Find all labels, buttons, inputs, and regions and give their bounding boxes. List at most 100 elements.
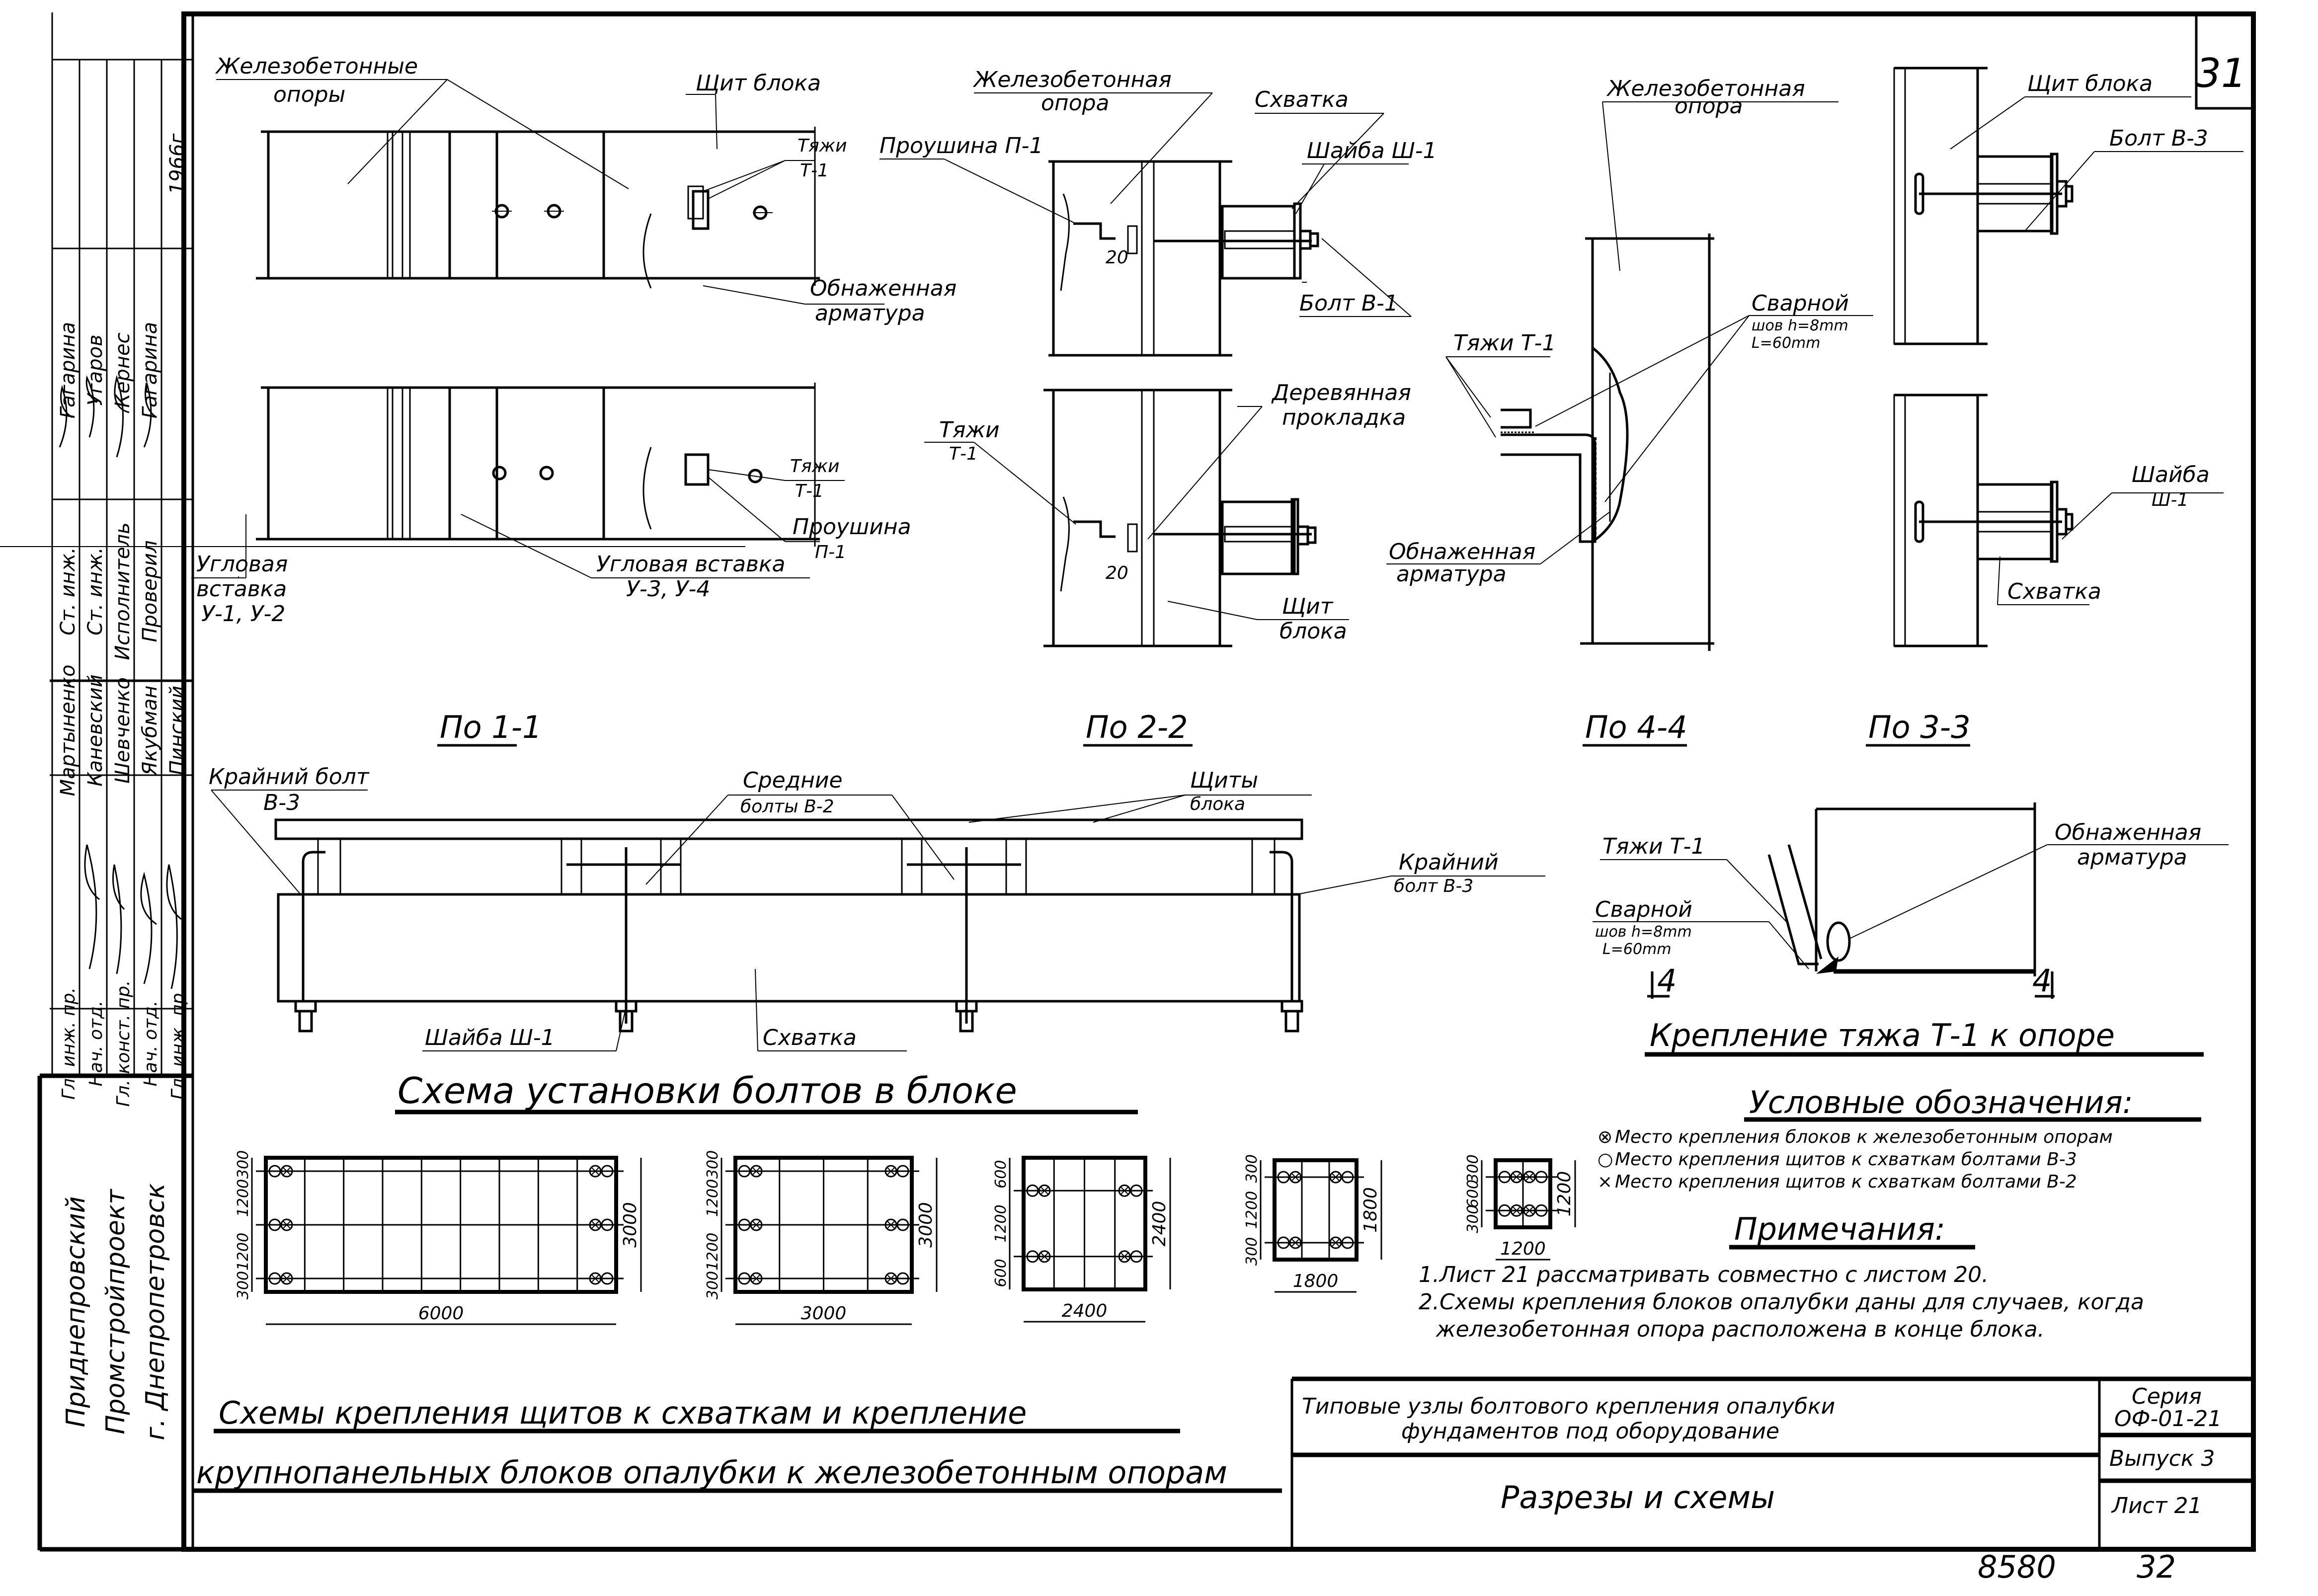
label-waler: Схватка	[763, 1025, 857, 1050]
signature-scribbles-upper	[59, 375, 157, 458]
fastening-point-circle-icon	[738, 1165, 751, 1178]
block-outline	[1273, 1158, 1359, 1262]
side-dimension: 300	[704, 1271, 721, 1299]
fastening-point-crossed-circle-icon	[589, 1218, 602, 1231]
legend-symbol-cross-icon: ×	[1598, 1172, 1612, 1192]
fastening-point-crossed-circle-icon	[884, 1272, 897, 1285]
label-edge-bolt: болт В-3	[1394, 876, 1473, 896]
cross-mark	[887, 1167, 895, 1175]
dimension: 20	[1106, 563, 1128, 583]
stamp-role: Гл. инж. пр.	[168, 987, 188, 1100]
fastening-point-circle-icon	[1535, 1204, 1548, 1217]
sheet-title: Разрезы и схемы	[1501, 1479, 1775, 1516]
side-dimension: 300	[704, 1150, 721, 1179]
label-ties: Т-1	[800, 160, 829, 181]
fastening-point-circle-icon	[1026, 1184, 1039, 1197]
legend-symbol-crossed-circle-icon: ⊗	[1598, 1127, 1612, 1147]
series-label: Серия	[2132, 1384, 2202, 1409]
stamp-role: Исполнитель	[111, 522, 134, 660]
legend-text: Место крепления щитов к схваткам болтами…	[1615, 1149, 2077, 1170]
label-corner-insert: У-1, У-2	[201, 601, 285, 627]
cross-mark	[283, 1167, 291, 1175]
cross-mark	[283, 1275, 291, 1282]
legend-item: ⊗ Место крепления блоков к железобетонны…	[1598, 1127, 2113, 1147]
side-dimension: 300	[1243, 1237, 1261, 1266]
label-exposed-rebar: Обнаженная	[810, 276, 957, 301]
tie-detail-leaders	[1593, 844, 2229, 969]
label-panel: Щит	[1282, 594, 1334, 619]
side-dimension: 600	[992, 1259, 1010, 1287]
view-1-1: Железобетонные опоры Щит блока Тяжи Т-1 …	[0, 54, 957, 747]
signature-scribbles-lower	[84, 844, 182, 989]
label-ties: Тяжи Т-1	[1453, 330, 1556, 356]
view-1-1-leaders	[0, 79, 884, 578]
stamp-name: Пинский	[166, 686, 189, 775]
label-washer: Шайба Ш-1	[1307, 138, 1437, 163]
fastening-point-crossed-circle-icon	[750, 1272, 763, 1285]
fastening-point-crossed-circle-icon	[1289, 1236, 1302, 1249]
issue-number: Выпуск 3	[2109, 1446, 2215, 1471]
cross-mark	[591, 1275, 599, 1282]
label-rc-support: Железобетонная	[1606, 76, 1805, 101]
stamp-name: Якубман	[139, 685, 161, 776]
side-dimension: 1200	[235, 1179, 252, 1217]
notes: Примечания: 1.Лист 21 рассматривать совм…	[1419, 1211, 2144, 1342]
dimension: 20	[1106, 247, 1128, 268]
label-exposed-rebar: Обнаженная	[2055, 820, 2201, 845]
view-title: По 2-2	[1086, 709, 1188, 745]
cross-mark	[752, 1275, 760, 1282]
section-marker-4-right: 4	[2032, 962, 2055, 999]
note-item: 1.Лист 21 рассматривать совместно с лист…	[1419, 1262, 1989, 1287]
fastening-point-circle-icon	[1341, 1171, 1354, 1184]
side-dimension: 1200	[704, 1233, 721, 1271]
label-ties: Тяжи	[939, 417, 1000, 443]
width-dimension: 6000	[418, 1303, 464, 1324]
height-dimension: 1800	[1360, 1187, 1381, 1233]
label-exposed-rebar: арматура	[1396, 561, 1507, 587]
label-edge-bolt: Крайний	[1399, 850, 1499, 875]
fastening-point-crossed-circle-icon	[884, 1165, 897, 1178]
legend: Условные обозначения: ⊗ Место крепления …	[1598, 1084, 2201, 1192]
side-dimension: 300	[1464, 1154, 1482, 1183]
fastening-point-crossed-circle-icon	[280, 1165, 293, 1178]
cross-mark	[591, 1221, 599, 1229]
cross-mark	[1513, 1206, 1520, 1214]
fastening-point-circle-icon	[601, 1218, 614, 1231]
label-lug: Проушина	[793, 514, 911, 540]
label-waler: Схватка	[1255, 87, 1349, 112]
label-edge-bolt: В-3	[263, 790, 300, 815]
label-lug: Проушина П-1	[879, 133, 1043, 159]
cross-mark	[1040, 1187, 1048, 1195]
fastening-point-circle-icon	[1341, 1236, 1354, 1249]
view-1-1-lower	[256, 383, 820, 547]
view-3-3-lower	[1893, 394, 2074, 647]
fastening-point-crossed-circle-icon	[280, 1218, 293, 1231]
stamp-name: Угаров	[84, 334, 107, 405]
view-4-4: Железобетонная опора Тяжи Т-1 Сварной шо…	[1386, 76, 1873, 747]
bolt-scheme: Крайний болт В-3 Средние болты В-2 Щиты …	[209, 764, 1545, 1115]
label-washer: Ш-1	[2152, 490, 2188, 510]
stamp-role: Нач. отд.	[86, 1001, 106, 1087]
org-name: Промстройпроект	[101, 1189, 131, 1435]
view-2-2-leaders	[879, 92, 1412, 620]
width-dimension: 3000	[801, 1303, 847, 1324]
label-panel: Щит блока	[696, 71, 821, 96]
side-dimension: 1200	[235, 1233, 252, 1271]
label-panels: блока	[1190, 794, 1245, 814]
height-dimension: 2400	[1149, 1201, 1170, 1247]
label-middle-bolts: Средние	[743, 768, 843, 793]
width-dimension: 2400	[1062, 1301, 1108, 1321]
width-dimension: 1800	[1293, 1271, 1339, 1291]
fastening-point-crossed-circle-icon	[1510, 1171, 1523, 1184]
label-weld: L=60mm	[1752, 334, 1820, 352]
fastening-point-circle-icon	[1535, 1171, 1548, 1184]
stamp-role: Проверил	[139, 540, 161, 642]
fastening-point-crossed-circle-icon	[750, 1165, 763, 1178]
label-rc-supports: опоры	[273, 82, 345, 107]
note-item: 2.Схемы крепления блоков опалубки даны д…	[1419, 1289, 2144, 1315]
label-exposed-rebar: арматура	[815, 301, 925, 326]
label-weld: Сварной	[1595, 897, 1692, 922]
side-dimension: 300	[1243, 1154, 1261, 1183]
legend-symbol-circle-icon: ○	[1598, 1149, 1613, 1170]
